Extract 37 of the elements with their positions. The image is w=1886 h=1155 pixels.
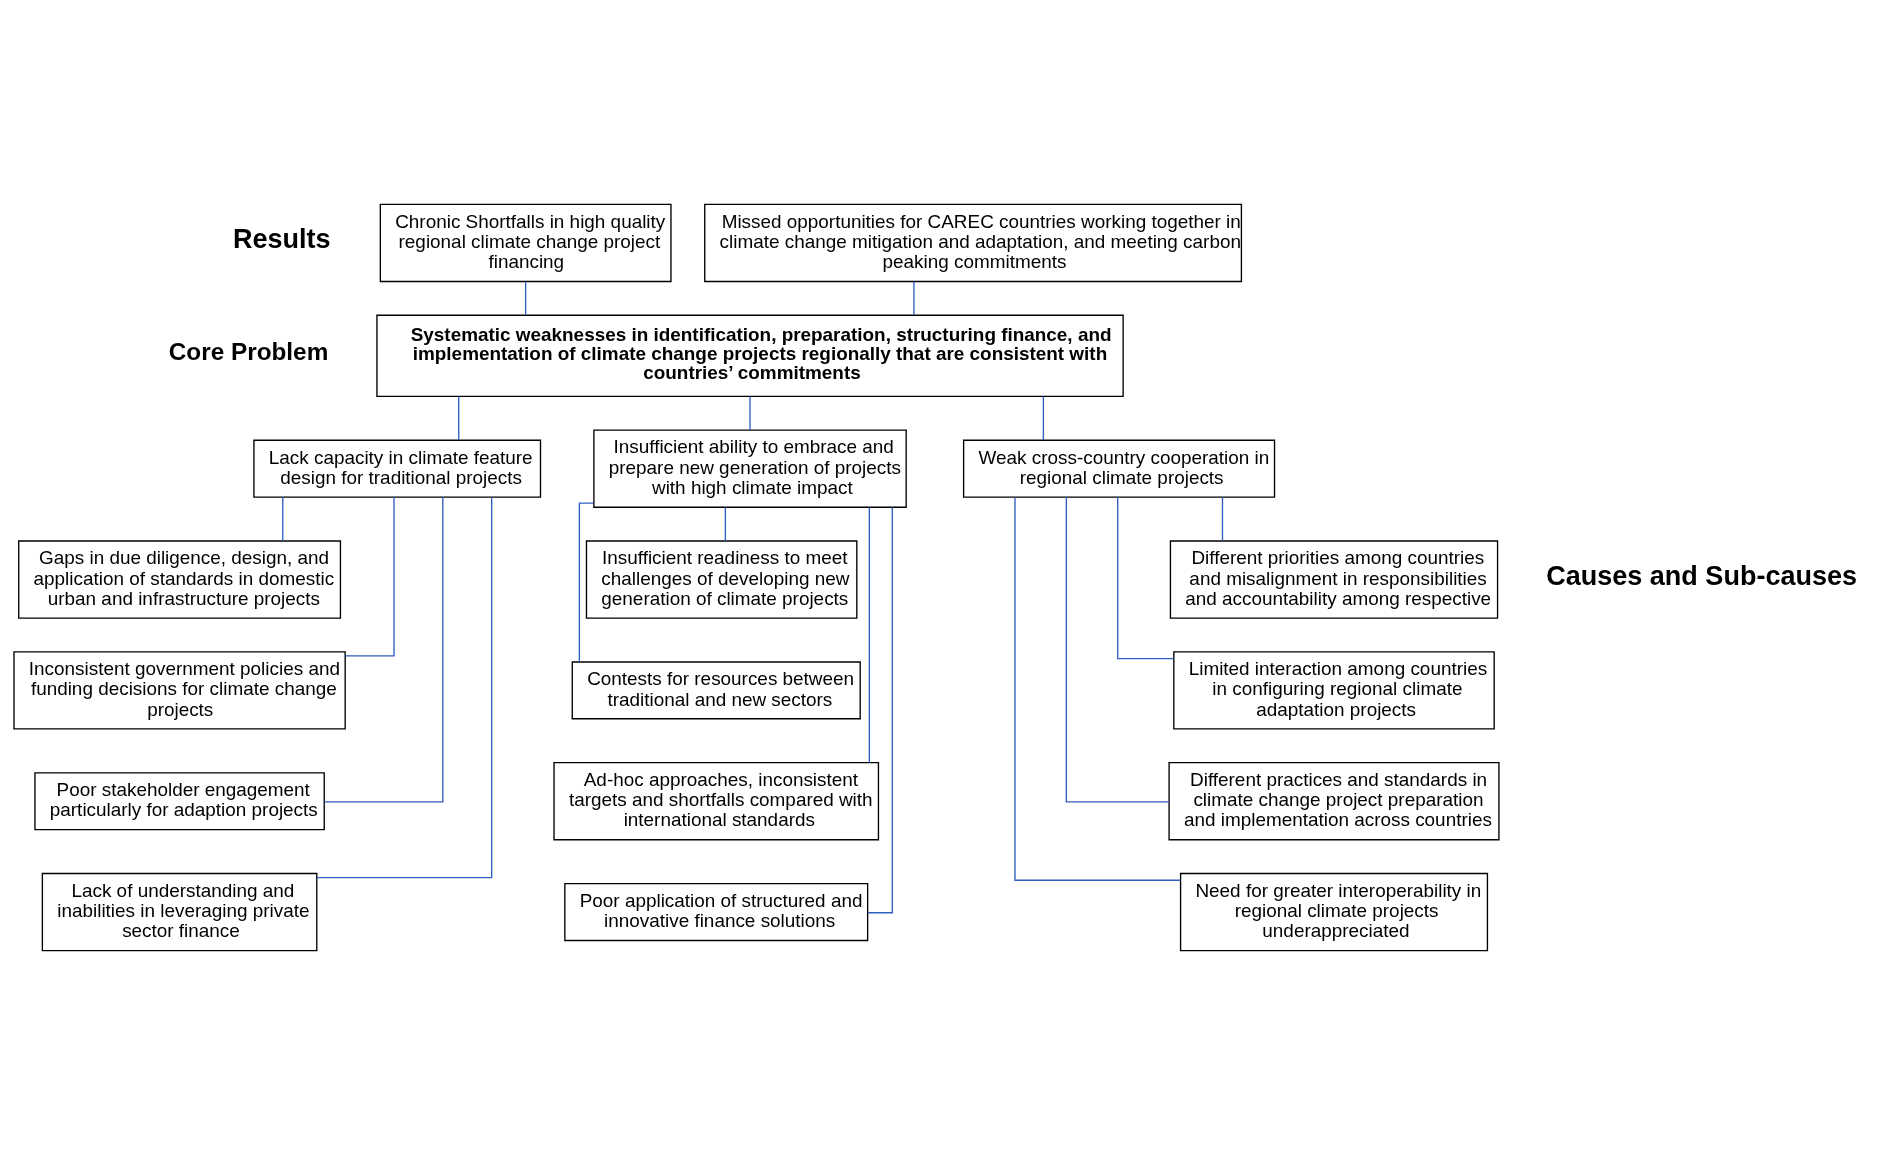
node-box: Inconsistent government policies and funding decisions for climate change projects [13,651,346,730]
connector [868,506,870,764]
connector [1042,395,1045,441]
connector [323,496,444,803]
node-box: Insufficient readiness to meet challenges of developing new generation of climate projects [585,540,858,619]
connector [1117,496,1175,660]
node-box: Weak cross-country cooperation in regional climate projects [962,439,1276,498]
node-box: Gaps in due diligence, design, and application of standards in domestic urban and infrastructure projects [18,540,342,619]
connector [913,281,915,316]
label: Causes and Sub-causes [1546,560,1858,591]
node-box: Lack of understanding and inabilities in leveraging private sector finance [41,872,318,952]
node-box: Different priorities among countries and misalignment in responsibilities and accountability among respective [1169,540,1499,619]
node-box: Insufficient ability to embrace and prepare new generation of projects with high climate impact [593,429,907,508]
node-box: Different practices and standards in climate change project preparation and implementation across countries [1168,762,1500,841]
node-box: Chronic Shortfalls in high quality regional climate change project financing [379,203,672,283]
connector [1221,496,1224,542]
node-box: Poor application of structured and innovative finance solutions [564,883,869,942]
connector [749,395,751,431]
label: Results [232,224,331,255]
node-box: Ad-hoc approaches, inconsistent targets and shortfalls compared with international standards [553,762,880,841]
connector [458,395,460,441]
connector [1014,496,1182,881]
connector [344,496,395,657]
connector [578,502,594,663]
node-box: Contests for resources between traditional and new sectors [571,661,861,720]
node-box: Need for greater interoperability in regional climate projects underappreciated [1179,872,1489,952]
node-box: Systematic weaknesses in identification, preparation, structuring finance, and implementation of climate change projects regionally that are consistent with countries’ commitments [376,314,1124,398]
node-label: Core Problem [168,338,329,366]
node-box: Lack capacity in climate feature design for traditional projects [253,439,542,498]
node-box: Missed opportunities for CAREC countries working together in climate change mitigation and adaptation, and meeting carbon peaking commitments [704,203,1243,283]
connector [316,496,493,879]
node-box: Limited interaction among countries in configuring regional climate adaptation projects [1173,651,1495,730]
connector [524,281,527,316]
connector [282,496,284,542]
connector [1065,496,1170,803]
connector [724,506,727,542]
node-box: Poor stakeholder engagement particularly for adaption projects [34,772,325,831]
